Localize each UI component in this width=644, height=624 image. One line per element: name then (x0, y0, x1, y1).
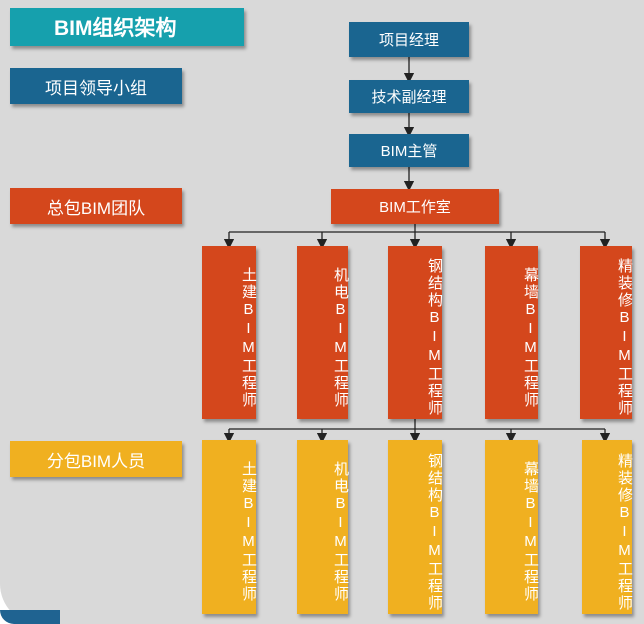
node-mep-engineer: 机电BIM工程师 (297, 246, 349, 419)
level-leadership-label: 项目领导小组 (10, 68, 182, 104)
level-gc-team-label: 总包BIM团队 (10, 188, 182, 224)
node-sub-steel-structure-engineer: 钢结构BIM工程师 (388, 440, 443, 614)
node-sub-curtain-wall-engineer: 幕墙BIM工程师 (485, 440, 539, 614)
node-sub-interior-fitout-engineer: 精装修BIM工程师 (582, 440, 633, 614)
node-sub-civil-engineer: 土建BIM工程师 (202, 440, 257, 614)
node-civil-engineer: 土建BIM工程师 (202, 246, 257, 419)
node-curtain-wall-engineer: 幕墙BIM工程师 (485, 246, 539, 419)
node-project-manager: 项目经理 (349, 22, 469, 57)
node-sub-mep-engineer: 机电BIM工程师 (297, 440, 349, 614)
page-title: BIM组织架构 (10, 8, 244, 46)
node-bim-supervisor: BIM主管 (349, 134, 469, 167)
node-technical-deputy-manager: 技术副经理 (349, 80, 469, 113)
node-steel-structure-engineer: 钢结构BIM工程师 (388, 246, 443, 419)
node-bim-studio: BIM工作室 (331, 189, 499, 224)
node-interior-fitout-engineer: 精装修BIM工程师 (580, 246, 633, 419)
level-sub-staff-label: 分包BIM人员 (10, 441, 182, 477)
